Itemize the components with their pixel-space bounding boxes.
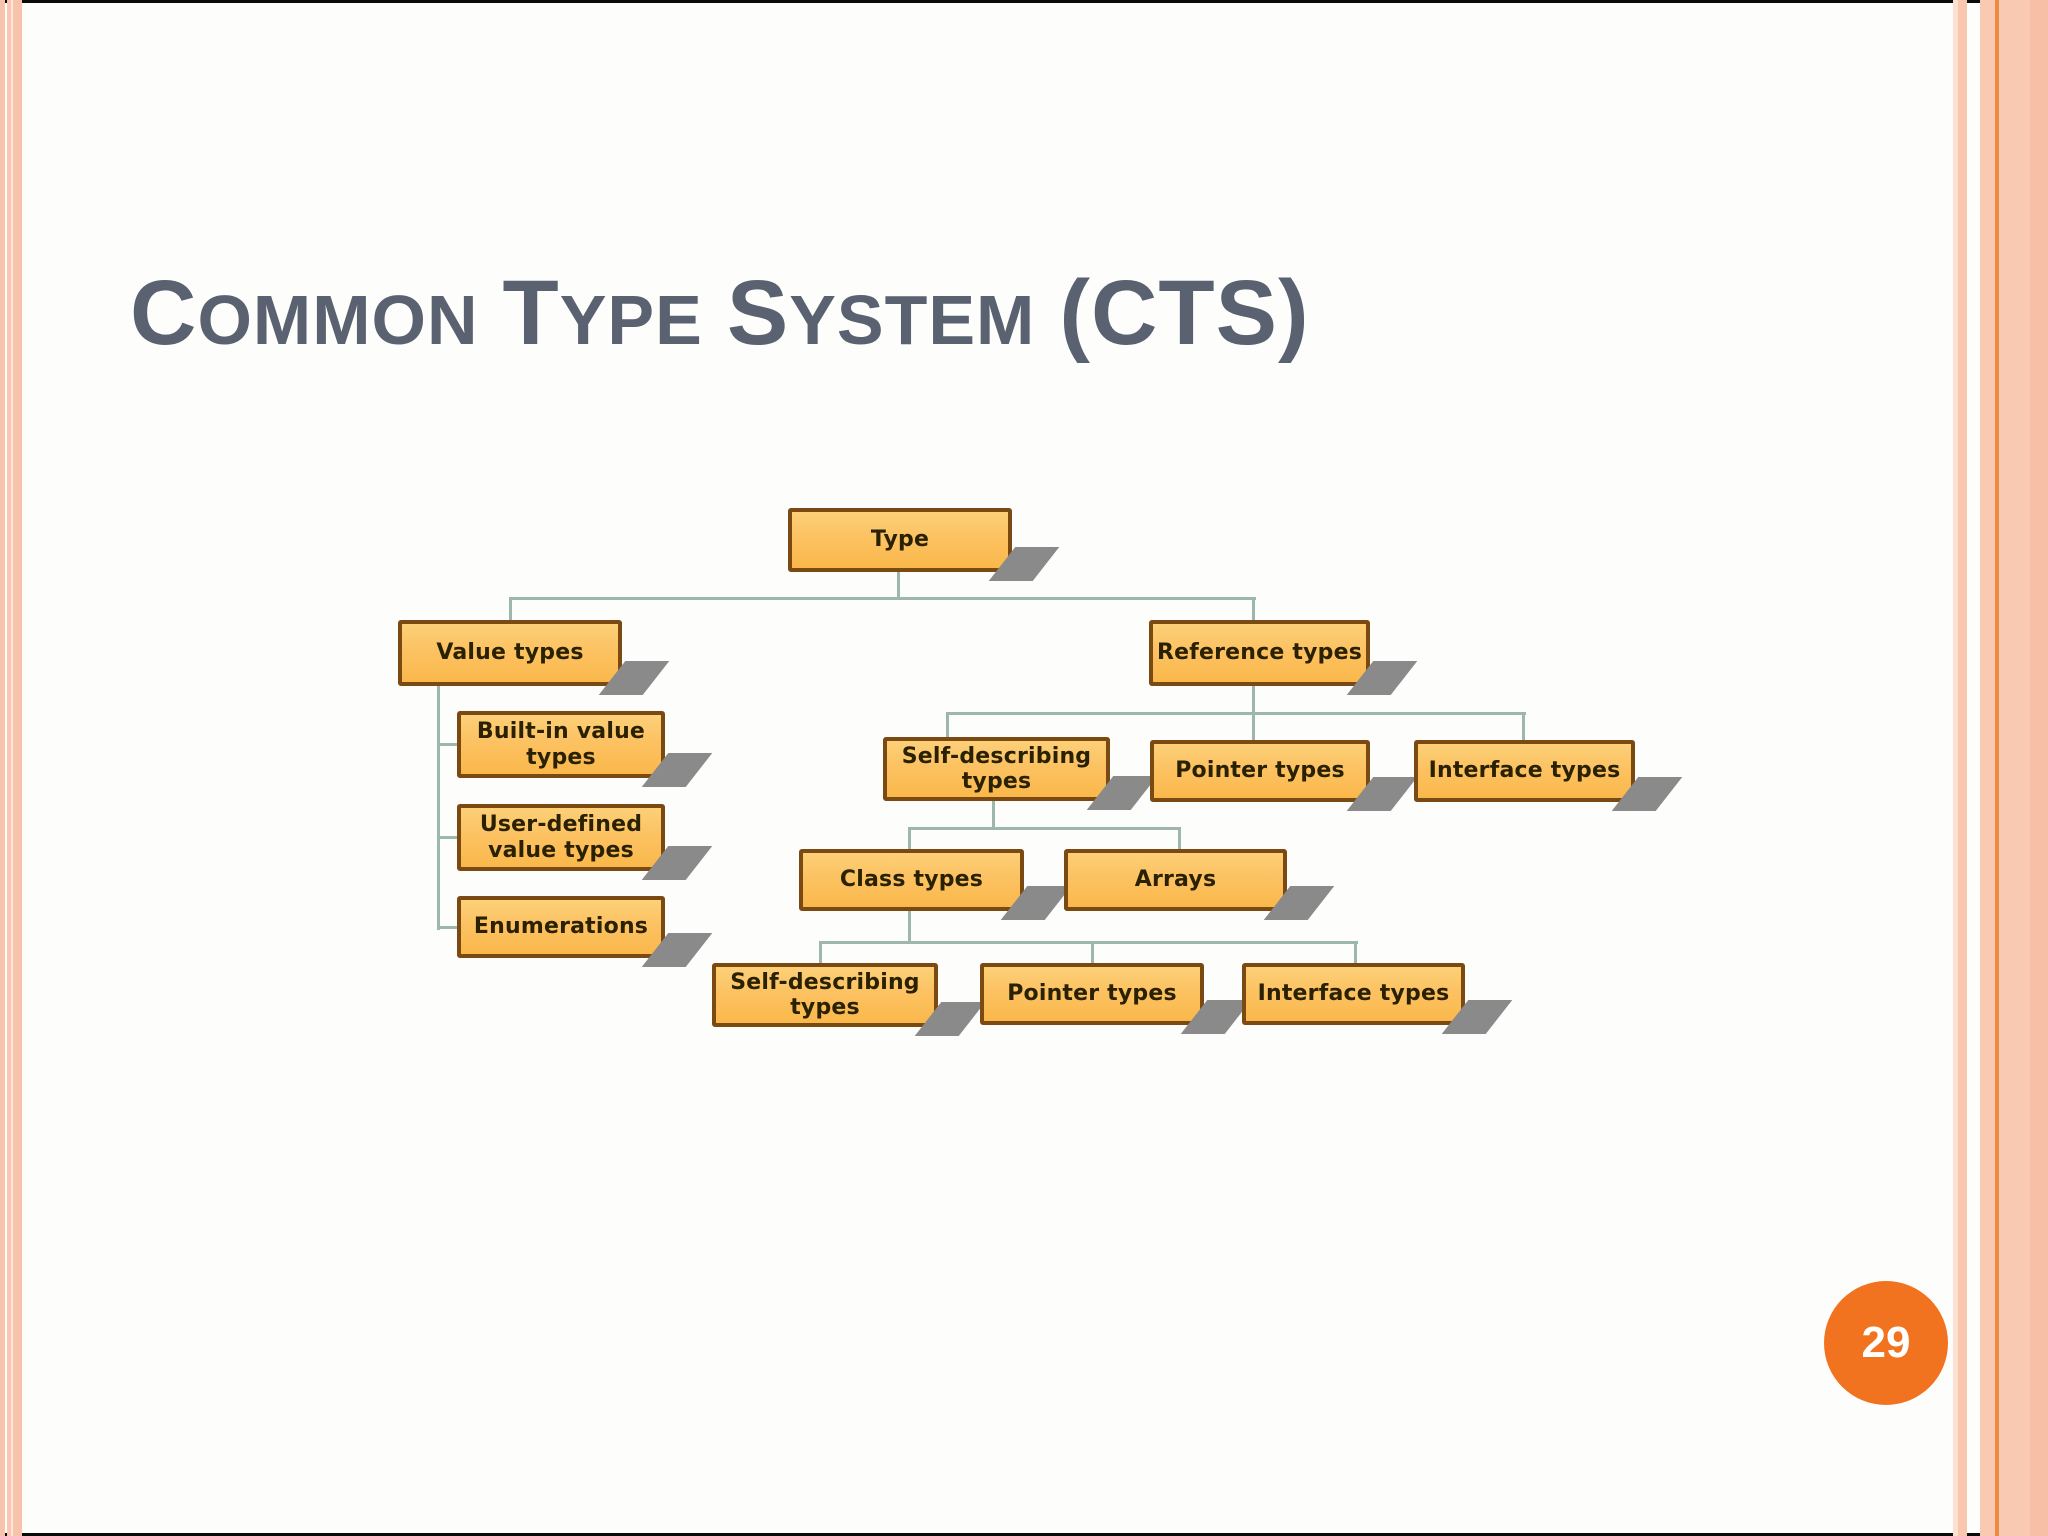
node-label: Pointer types — [1175, 758, 1345, 784]
node-label: Self-describing types — [901, 743, 1092, 794]
node-reference-types: Reference types — [1149, 620, 1370, 686]
connector-line — [908, 827, 1181, 830]
node-label: Value types — [436, 640, 584, 666]
title-segment: YSTEM — [789, 281, 1036, 360]
node-interface-types-2: Interface types — [1242, 963, 1465, 1025]
left-border-stripe — [0, 0, 5, 1536]
node-class-types: Class types — [799, 849, 1024, 911]
connector-line — [1252, 597, 1255, 622]
connector-line — [1252, 712, 1255, 742]
node-label: Reference types — [1156, 640, 1363, 666]
bottom-edge-line — [0, 1533, 2048, 1536]
connector-line — [819, 941, 822, 965]
right-border-accent-line — [1995, 0, 1999, 1536]
left-border-stripe — [7, 0, 11, 1536]
node-label: Self-describing types — [730, 969, 920, 1020]
title-segment: YPE — [559, 281, 703, 360]
connector-line — [437, 926, 459, 929]
connector-line — [819, 941, 1358, 944]
node-self-describing-types: Self-describing types — [883, 737, 1110, 801]
node-label: Interface types — [1257, 981, 1450, 1007]
page-number-badge: 29 — [1824, 1281, 1948, 1405]
right-border-stripe — [1958, 0, 1967, 1536]
node-label: Class types — [839, 867, 984, 893]
connector-line — [1252, 685, 1255, 715]
connector-line — [897, 572, 900, 600]
connector-line — [509, 597, 512, 622]
node-pointer-types-2: Pointer types — [980, 963, 1204, 1025]
right-border-stripe — [1953, 0, 1958, 1536]
left-border-stripe — [13, 0, 22, 1536]
title-segment: T — [502, 262, 560, 365]
node-label: Interface types — [1428, 758, 1621, 784]
node-self-describing-types-2: Self-describing types — [712, 963, 938, 1027]
title-segment: (CTS) — [1059, 262, 1310, 365]
left-border-stripe — [11, 0, 13, 1536]
connector-line — [1522, 712, 1525, 742]
node-label: Enumerations — [473, 914, 649, 940]
right-border-stripe — [2030, 0, 2048, 1536]
node-label: User-defined value types — [479, 812, 643, 863]
connector-line — [437, 836, 459, 839]
connector-line — [946, 712, 949, 740]
connector-line — [908, 827, 911, 851]
node-label: Pointer types — [1007, 981, 1177, 1007]
connector-line — [1178, 827, 1181, 851]
node-built-in-value-types: Built-in value types — [457, 711, 665, 778]
node-interface-types: Interface types — [1414, 740, 1635, 802]
page-number: 29 — [1861, 1318, 1911, 1367]
title-segment: OMMON — [197, 281, 479, 360]
connector-line — [992, 798, 995, 830]
node-label: Type — [870, 527, 930, 553]
connector-line — [1354, 941, 1357, 965]
node-value-types: Value types — [398, 620, 622, 686]
connector-line — [437, 743, 459, 746]
connector-line — [437, 685, 440, 930]
connector-line — [1091, 941, 1094, 965]
node-label: Built-in value types — [476, 719, 646, 770]
node-user-defined-value-types: User-defined value types — [457, 804, 665, 871]
node-enumerations: Enumerations — [457, 896, 665, 958]
top-edge-line — [0, 0, 2048, 3]
title-segment: C — [130, 262, 198, 365]
connector-line — [908, 911, 911, 944]
connector-line — [946, 712, 1526, 715]
title-segment: S — [726, 262, 790, 365]
node-pointer-types: Pointer types — [1150, 740, 1370, 802]
node-arrays: Arrays — [1064, 849, 1287, 911]
connector-line — [509, 597, 1256, 600]
node-type: Type — [788, 508, 1012, 572]
node-label: Arrays — [1134, 867, 1217, 893]
